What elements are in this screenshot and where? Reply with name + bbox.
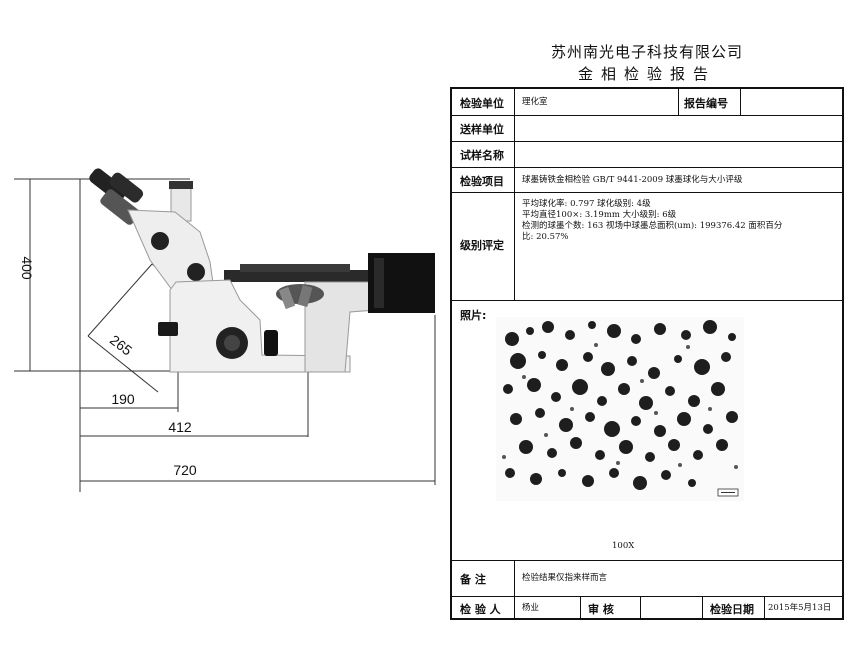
inspector-label: 检 验 人: [460, 603, 501, 616]
micrograph-image: [496, 317, 744, 501]
reviewer-label: 审 核: [588, 603, 614, 616]
dim-412-label: 412: [168, 419, 192, 435]
remark-value: 检验结果仅指来样而言: [522, 573, 608, 583]
magnification-label: 100X: [612, 541, 635, 551]
inspector-value: 杨业: [522, 603, 540, 613]
dim-720-label: 720: [173, 462, 197, 478]
photo-label: 照片:: [460, 309, 487, 322]
grade-line-4: 比: 20.57%: [522, 232, 569, 242]
dim-190-label: 190: [111, 391, 135, 407]
grade-line-1: 平均球化率: 0.797 球化级别: 4级: [522, 199, 651, 209]
item-label: 检验项目: [460, 175, 504, 188]
unit-label: 检验单位: [460, 97, 504, 110]
microscope-dimension-drawing: 400 265 190 412 720: [14, 168, 436, 492]
date-value: 2015年5月13日: [768, 603, 832, 613]
grade-line-2: 平均直径100×: 3.19mm 大小级别: 6级: [522, 210, 677, 220]
unit-value: 理化室: [522, 97, 548, 107]
inspection-report-table: 检验单位 理化室 报告编号 送样单位 试样名称 检验项目 球墨铸铁金相检验 GB…: [450, 87, 844, 620]
microscope-body: [89, 168, 435, 373]
grade-line-3: 检测的球墨个数: 163 视场中球墨总面积(um): 199376.42 面积百…: [522, 221, 783, 231]
item-value: 球墨铸铁金相检验 GB/T 9441-2009 球墨球化与大小评级: [522, 175, 743, 185]
sender-label: 送样单位: [460, 123, 504, 136]
report-no-label: 报告编号: [684, 97, 728, 110]
report-title: 金相检验报告: [577, 65, 716, 83]
dim-height-label: 400: [19, 256, 35, 280]
company-name: 苏州南光电子科技有限公司: [550, 43, 743, 61]
date-label: 检验日期: [710, 603, 754, 616]
sample-label: 试样名称: [460, 149, 504, 162]
remark-label: 备 注: [460, 573, 486, 586]
grade-label: 级别评定: [460, 239, 504, 252]
